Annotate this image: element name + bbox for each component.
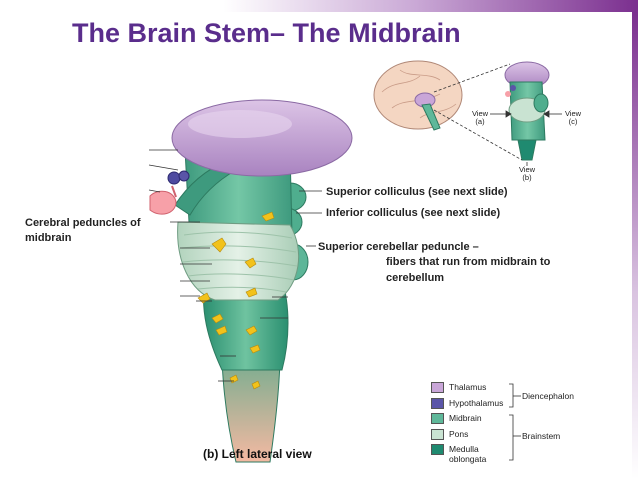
swatch-midbrain xyxy=(431,413,444,424)
leader-lines xyxy=(148,149,322,382)
medulla-oblongata xyxy=(203,279,289,371)
legend-item-hypothalamus: Hypothalamus xyxy=(431,398,503,409)
legend-group-diencephalon: Diencephalon xyxy=(522,391,574,401)
pons xyxy=(177,221,300,301)
label-superior-cerebellar-peduncle-line2: fibers that run from midbrain to xyxy=(386,256,551,268)
legend-item-thalamus: Thalamus xyxy=(431,382,486,393)
legend-item-midbrain: Midbrain xyxy=(431,413,482,424)
label-inferior-colliculus: Inferior colliculus (see next slide) xyxy=(326,207,501,219)
legend: Thalamus Hypothalamus Midbrain Pons Medu… xyxy=(431,378,601,464)
header-gradient-bar xyxy=(0,0,638,12)
swatch-medulla xyxy=(431,444,444,455)
label-superior-colliculus: Superior colliculus (see next slide) xyxy=(326,186,508,198)
right-gradient-bar xyxy=(632,12,638,479)
legend-brackets xyxy=(509,383,521,461)
swatch-pons xyxy=(431,429,444,440)
legend-item-pons: Pons xyxy=(431,429,468,440)
legend-group-brainstem: Brainstem xyxy=(522,431,561,441)
label-cerebral-peduncles-line2: midbrain xyxy=(25,232,72,244)
label-superior-cerebellar-peduncle-line3: cerebellum xyxy=(386,272,445,284)
label-superior-cerebellar-peduncle: Superior cerebellar peduncle – xyxy=(318,241,479,253)
inset-diagram xyxy=(373,60,562,166)
swatch-hypothalamus xyxy=(431,398,444,409)
inset-view-b-label: View (b) xyxy=(518,165,536,182)
slide-title: The Brain Stem– The Midbrain xyxy=(72,18,461,48)
hypothalamus-mammillary xyxy=(167,171,181,185)
view-caption: (b) Left lateral view xyxy=(203,447,312,461)
pituitary xyxy=(149,190,177,215)
label-cerebral-peduncles: Cerebral peduncles of xyxy=(25,217,141,229)
inset-view-a-label: View (a) xyxy=(471,109,489,126)
swatch-thalamus xyxy=(431,382,444,393)
legend-item-medulla: Medulla oblongata xyxy=(431,444,486,464)
cranial-nerves xyxy=(197,211,275,390)
inset-view-c-label: View (c) xyxy=(564,109,582,126)
